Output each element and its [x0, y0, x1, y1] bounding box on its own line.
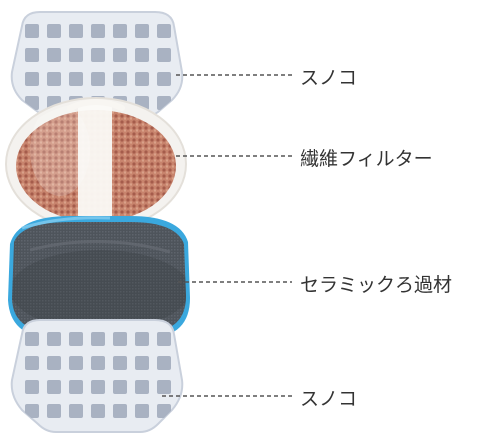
- grid-hole: [113, 72, 127, 86]
- bottom-grid-plate: [10, 319, 184, 433]
- grid-hole: [157, 48, 171, 62]
- grid-hole: [47, 72, 61, 86]
- grid-hole: [47, 332, 61, 346]
- grid-hole: [91, 72, 105, 86]
- grid-hole: [25, 356, 39, 370]
- grid-hole: [135, 404, 149, 418]
- grid-hole: [157, 72, 171, 86]
- grid-hole: [135, 48, 149, 62]
- grid-hole: [91, 48, 105, 62]
- label-sunoko-top: スノコ: [300, 67, 358, 89]
- mesh-bag-body: [12, 222, 186, 332]
- grid-hole: [25, 72, 39, 86]
- grid-hole: [135, 380, 149, 394]
- grid-hole: [69, 72, 83, 86]
- grid-hole: [113, 380, 127, 394]
- grid-hole: [113, 356, 127, 370]
- grid-hole: [157, 380, 171, 394]
- grid-hole: [91, 356, 105, 370]
- grid-hole: [69, 380, 83, 394]
- fiber-filter-bag: [5, 97, 187, 231]
- mesh-bag-rim-highlight: [21, 216, 111, 230]
- grid-hole: [157, 356, 171, 370]
- grid-hole: [47, 24, 61, 38]
- grid-hole: [113, 24, 127, 38]
- grid-hole: [47, 404, 61, 418]
- mesh-bag-fold: [29, 240, 171, 254]
- grid-hole: [47, 380, 61, 394]
- grid-hole: [25, 332, 39, 346]
- fiber-bag-sheen: [30, 104, 90, 196]
- ceramic-mesh-bag: [8, 216, 190, 338]
- grid-hole: [69, 332, 83, 346]
- grid-hole: [69, 24, 83, 38]
- grid-hole: [157, 332, 171, 346]
- grid-hole: [25, 24, 39, 38]
- mesh-bag-shadow: [12, 250, 186, 330]
- grid-hole: [69, 404, 83, 418]
- grid-hole: [69, 48, 83, 62]
- label-sunoko-bottom: スノコ: [300, 388, 358, 410]
- grid-hole: [135, 356, 149, 370]
- grid-hole: [91, 24, 105, 38]
- grid-hole: [25, 404, 39, 418]
- grid-hole: [91, 332, 105, 346]
- fiber-bag-knot: [67, 99, 125, 111]
- label-ceramic-media: セラミックろ過材: [300, 274, 453, 296]
- fiber-bag-band: [78, 102, 112, 226]
- grid-hole: [69, 356, 83, 370]
- grid-hole: [47, 48, 61, 62]
- grid-hole: [25, 380, 39, 394]
- grid-hole: [91, 404, 105, 418]
- grid-hole: [25, 48, 39, 62]
- grid-hole: [113, 404, 127, 418]
- grid-hole: [91, 380, 105, 394]
- grid-hole: [135, 332, 149, 346]
- top-grid-plate-body: [10, 11, 184, 119]
- grid-hole: [47, 356, 61, 370]
- grid-hole: [113, 48, 127, 62]
- grid-hole: [113, 332, 127, 346]
- label-fiber-filter: 繊維フィルター: [300, 148, 433, 170]
- grid-hole: [157, 404, 171, 418]
- grid-hole: [157, 24, 171, 38]
- grid-hole: [135, 72, 149, 86]
- grid-hole: [135, 24, 149, 38]
- bottom-grid-holes: [25, 332, 171, 418]
